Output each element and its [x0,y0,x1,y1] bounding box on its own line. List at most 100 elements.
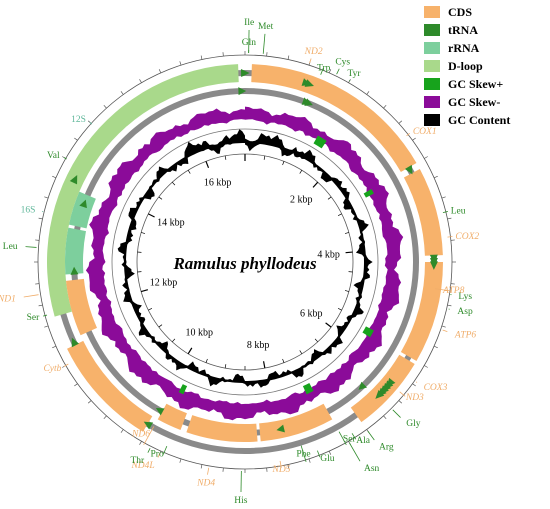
trna-marker [375,390,385,399]
gene-label-cys: Cys [335,58,350,68]
gene-leader-line [63,363,69,367]
outer-tick [74,383,78,387]
gc-tracks [85,106,404,421]
gc-skew-positive [363,189,374,198]
gene-leader-line [447,236,453,238]
legend: CDS tRNA rRNA D-loop GC Skew+ GC Skew- GC Cont… [424,4,548,130]
gc-skew-positive [362,326,374,338]
legend-item: D-loop [424,58,548,74]
gene-label-his: His [234,496,248,506]
gene-label-glu: Glu [320,454,335,464]
gene-leader-line [349,79,351,82]
gc-skew-positive [302,382,314,395]
gene-leader-line [25,246,37,248]
gene-label-ile: Ile [244,18,254,28]
scale-tick [224,364,227,369]
legend-item: GC Content [424,112,548,128]
gene-label-nd3: ND3 [405,393,424,403]
gene-leader-line [399,391,406,397]
outer-tick [74,137,78,141]
outer-tick [87,400,92,404]
gene-leader-line [435,288,453,292]
scale-tick [187,169,191,174]
scale-tick [344,232,349,234]
outer-tick [412,383,416,387]
scale-tick [205,358,208,363]
legend-label: tRNA [448,22,478,37]
legend-label: GC Skew- [448,94,501,109]
gene-label-trp: Trp [317,63,331,73]
gene-label-ala: Ala [356,436,371,446]
outer-tick [424,365,428,368]
trna-marker [238,87,247,96]
legend-label: D-loop [448,58,483,73]
gene-block-cds [400,262,443,361]
outer-tick [383,104,387,109]
legend-item: CDS [424,4,548,20]
gene-leader-line [320,68,324,75]
outer-tick [139,79,142,83]
gene-block-dloop [47,64,239,317]
gene-leader-line [442,211,448,214]
scale-tick [141,232,146,234]
gene-leader-line [309,58,312,64]
gene-label-phe: Phe [296,449,310,459]
outer-tick [383,415,387,420]
gene-label-nd4: ND4 [196,479,215,489]
gene-label-nd2: ND2 [304,47,323,57]
gene-leader-line [143,426,155,445]
outer-tick [179,61,182,66]
scale-tick [299,350,303,355]
scale-tick [282,161,285,166]
outer-tick [38,217,43,220]
gene-leader-line [349,442,361,462]
gene-label-12s: 12S [71,115,86,125]
scale-tick [344,290,349,292]
gene-block-cds [259,403,333,442]
outer-tick [120,429,124,433]
gene-leader-line [23,294,39,298]
gene-label-gln: Gln [242,38,257,48]
legend-label: GC Content [448,112,511,127]
gene-label-thr: Thr [130,456,145,466]
scale-tick [148,213,155,218]
outer-tick [44,196,49,199]
scale-tick [158,196,163,200]
kbp-label: 8 kbp [247,340,270,351]
gene-features [47,64,443,442]
gene-leader-line [89,121,93,125]
outer-tick [433,345,438,349]
scale-tick [327,196,332,200]
gene-leader-line [442,329,448,333]
scale-tick [282,358,285,363]
legend-item: GC Skew+ [424,76,548,92]
legend-swatch [424,60,440,72]
gene-label-16s: 16S [21,206,36,216]
legend-item: tRNA [424,22,548,38]
gene-leader-line [300,445,307,462]
scale-tick [345,251,353,254]
gene-label-pro: Pro [151,449,164,459]
outer-tick [200,464,203,469]
outer-tick [398,120,403,124]
trna-marker [358,381,368,390]
kbp-label: 4 kbp [317,250,340,261]
gene-label-nd1: ND1 [0,294,16,304]
legend-swatch [424,24,440,36]
gene-label-lys: Lys [458,292,472,302]
scale-tick [205,161,210,169]
gene-block-cds [65,278,98,336]
trna-marker [404,164,413,175]
gene-leader-line [392,409,401,418]
scale-tick [171,338,176,343]
outer-tick [287,55,290,60]
gene-label-nd4l: ND4L [130,461,154,471]
outer-tick [424,156,428,159]
gene-label-cytb: Cytb [43,364,61,374]
legend-item: rRNA [424,40,548,56]
legend-swatch [424,96,440,108]
outer-tick [447,304,452,307]
outer-tick [158,69,162,74]
gc-skew-positive [313,135,327,149]
